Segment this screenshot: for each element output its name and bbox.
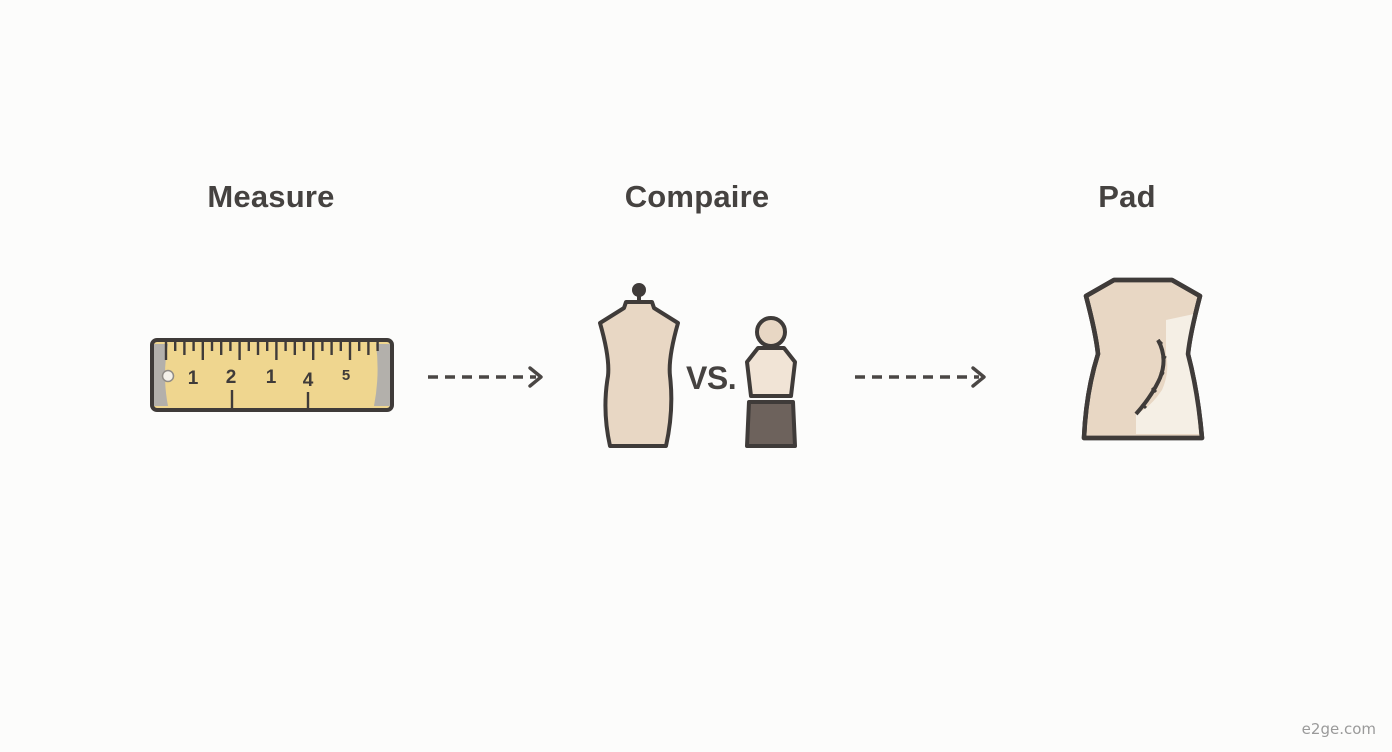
step-title-compare: Compaire [624, 179, 770, 214]
skirt-shape [745, 400, 797, 448]
tape-measure-icon: 1 2 1 4 5 [150, 338, 394, 412]
vs-label: VS. [686, 360, 737, 396]
ruler-number: 4 [303, 370, 314, 391]
padding-insert [1136, 314, 1199, 434]
watermark-text: e2ge.com [1301, 720, 1376, 738]
ruler-left-end [154, 344, 168, 406]
step-title-measure: Measure [207, 179, 335, 214]
ruler-number: 5 [342, 367, 350, 384]
padded-dress-form-icon [1081, 277, 1205, 441]
ruler-number: 1 [266, 367, 277, 388]
dress-form-large-icon [598, 283, 680, 448]
dashed-arrow-icon [855, 366, 986, 388]
step-title-pad: Pad [1098, 179, 1156, 214]
dress-form-small-icon [745, 316, 797, 448]
ruler-hole [161, 369, 175, 383]
ruler-right-end [374, 344, 390, 406]
dashed-arrow-icon [428, 366, 543, 388]
ruler-number: 2 [226, 367, 237, 388]
ruler-number: 1 [188, 368, 199, 389]
